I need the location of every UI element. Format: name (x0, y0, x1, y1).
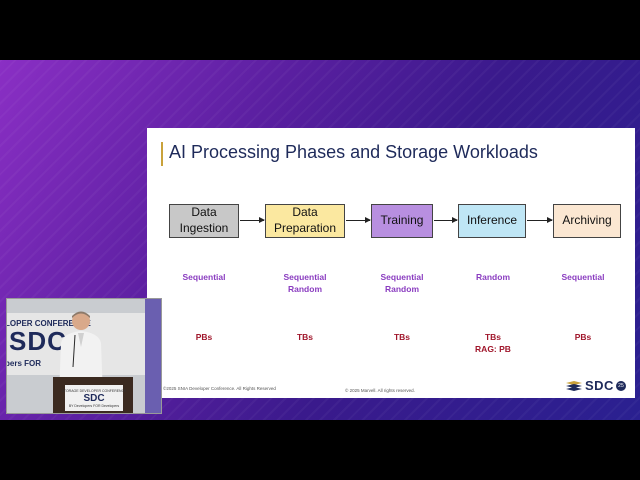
phase-box-data-ingestion: Data Ingestion (169, 204, 239, 238)
access-pattern-archiving: Sequential (561, 272, 605, 282)
banner-top-text: LOPER CONFERENCE (6, 319, 91, 328)
phase-label: Data Preparation (273, 205, 337, 235)
stage-backdrop (145, 299, 161, 413)
title-accent-bar (161, 142, 163, 166)
capacity-archiving: PBs (574, 332, 592, 342)
capacity-ingestion: PBs (195, 332, 213, 342)
presentation-slide: AI Processing Phases and Storage Workloa… (147, 128, 635, 398)
phase-box-archiving: Archiving (553, 204, 621, 238)
flow-arrow (434, 217, 458, 223)
access-pattern-training: Sequential Random (380, 272, 424, 294)
access-pattern-preparation: Sequential Random (283, 272, 327, 294)
lectern-sign: STORAGE DEVELOPER CONFERENCE SDC BY Deve… (62, 385, 126, 411)
sdc-logo-icon (566, 380, 582, 391)
slide-footer-marvell: © 2025 Marvell. All rights reserved. (345, 388, 415, 393)
sdc-logo-text: SDC (585, 378, 614, 393)
phase-label: Inference (466, 213, 518, 228)
lectern-sign-logo: SDC (83, 392, 105, 404)
flow-arrow (346, 217, 371, 223)
banner-logo-text: SDC (9, 326, 67, 356)
capacity-preparation: TBs (296, 332, 314, 342)
phase-box-inference: Inference (458, 204, 526, 238)
slide-title: AI Processing Phases and Storage Workloa… (169, 142, 538, 162)
sdc-logo: SDC 25 (565, 378, 626, 393)
capacity-inference: TBs RAG: PB (475, 332, 511, 354)
banner-bottom-text: pers FOR (6, 359, 42, 368)
phase-box-training: Training (371, 204, 433, 238)
slide-footer-copyright: ©2025 SNIA Developer Conference. All Rig… (163, 386, 276, 391)
phase-label: Data Ingestion (179, 205, 229, 235)
access-pattern-ingestion: Sequential (182, 272, 226, 282)
phase-label: Archiving (562, 213, 612, 228)
flow-arrow (240, 217, 265, 223)
speaker-camera-inset: LOPER CONFERENCE SDC pers FOR STORAGE DE… (6, 298, 162, 414)
lectern-sign-bottom: BY Developers FOR Developers (68, 403, 120, 408)
video-frame: AI Processing Phases and Storage Workloa… (0, 60, 640, 420)
phase-box-data-preparation: Data Preparation (265, 204, 345, 238)
sdc-logo-badge: 25 (615, 380, 626, 391)
capacity-training: TBs (393, 332, 411, 342)
lectern-sign-top: STORAGE DEVELOPER CONFERENCE (61, 388, 127, 393)
phase-label: Training (380, 213, 424, 228)
flow-arrow (527, 217, 553, 223)
access-pattern-inference: Random (476, 272, 510, 282)
